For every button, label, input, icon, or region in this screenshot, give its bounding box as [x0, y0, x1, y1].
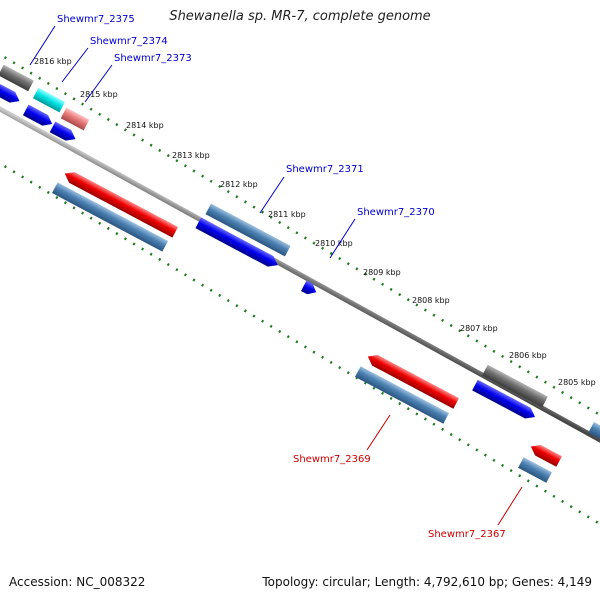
kbp-label: 2808 kbp: [412, 296, 450, 305]
feature-gray-2805[interactable]: [482, 364, 548, 408]
feature-steel-2369[interactable]: [355, 366, 449, 424]
gene-label[interactable]: Shewmr7_2375: [57, 14, 135, 25]
feature-steel-2371[interactable]: [205, 203, 291, 257]
kbp-label: 2815 kbp: [80, 90, 118, 99]
map-title: Shewanella sp. MR-7, complete genome: [169, 9, 431, 24]
feature-blue-2805[interactable]: [472, 379, 538, 423]
kbp-label: 2807 kbp: [460, 324, 498, 333]
kbp-label: 2810 kbp: [315, 239, 353, 248]
feature-gray-2375[interactable]: [0, 64, 34, 92]
gene-leader-line: [329, 218, 356, 259]
feature-steel-2367[interactable]: [518, 457, 552, 483]
scale-track-top: [0, 50, 600, 429]
kbp-label: 2812 kbp: [220, 180, 258, 189]
scale-track-bottom: [0, 159, 600, 538]
gene-leader-line: [259, 176, 285, 214]
gene-label[interactable]: Shewmr7_2371: [286, 164, 364, 175]
kbp-label: 2805 kbp: [558, 378, 596, 387]
feature-blue-2373[interactable]: [49, 121, 79, 145]
kbp-label: 2809 kbp: [363, 268, 401, 277]
gene-leader-line: [366, 414, 391, 451]
gene-label[interactable]: Shewmr7_2369: [293, 454, 371, 465]
kbp-label: 2813 kbp: [172, 151, 210, 160]
feature-red-minus-1[interactable]: [62, 168, 179, 238]
feature-salmon-2373[interactable]: [60, 107, 90, 131]
gene-label[interactable]: Shewmr7_2373: [114, 53, 192, 64]
accession-text: Accession: NC_008322: [9, 575, 146, 589]
gene-label[interactable]: Shewmr7_2374: [90, 36, 168, 47]
kbp-label: 2816 kbp: [34, 57, 72, 66]
genome-backbone: [0, 84, 600, 465]
gene-leader-line: [497, 486, 523, 526]
gene-leader-line: [84, 64, 113, 103]
feature-blue-2371[interactable]: [195, 217, 280, 271]
feature-steel-minus-1[interactable]: [51, 182, 169, 252]
feature-red-2367[interactable]: [528, 441, 562, 467]
feature-cyan-2374[interactable]: [32, 87, 66, 113]
kbp-label: 2811 kbp: [268, 210, 306, 219]
feature-blue-2375[interactable]: [0, 83, 22, 107]
feature-red-2369[interactable]: [365, 351, 459, 409]
kbp-label: 2806 kbp: [509, 351, 547, 360]
gene-label[interactable]: Shewmr7_2367: [428, 529, 506, 540]
genome-summary-text: Topology: circular; Length: 4,792,610 bp…: [262, 575, 592, 589]
feature-blue-2374[interactable]: [22, 104, 55, 130]
kbp-label: 2814 kbp: [126, 121, 164, 130]
feature-blue-2370[interactable]: [301, 280, 319, 297]
gene-label[interactable]: Shewmr7_2370: [357, 207, 435, 218]
gene-leader-line: [61, 47, 89, 83]
gene-leader-line: [29, 25, 56, 66]
